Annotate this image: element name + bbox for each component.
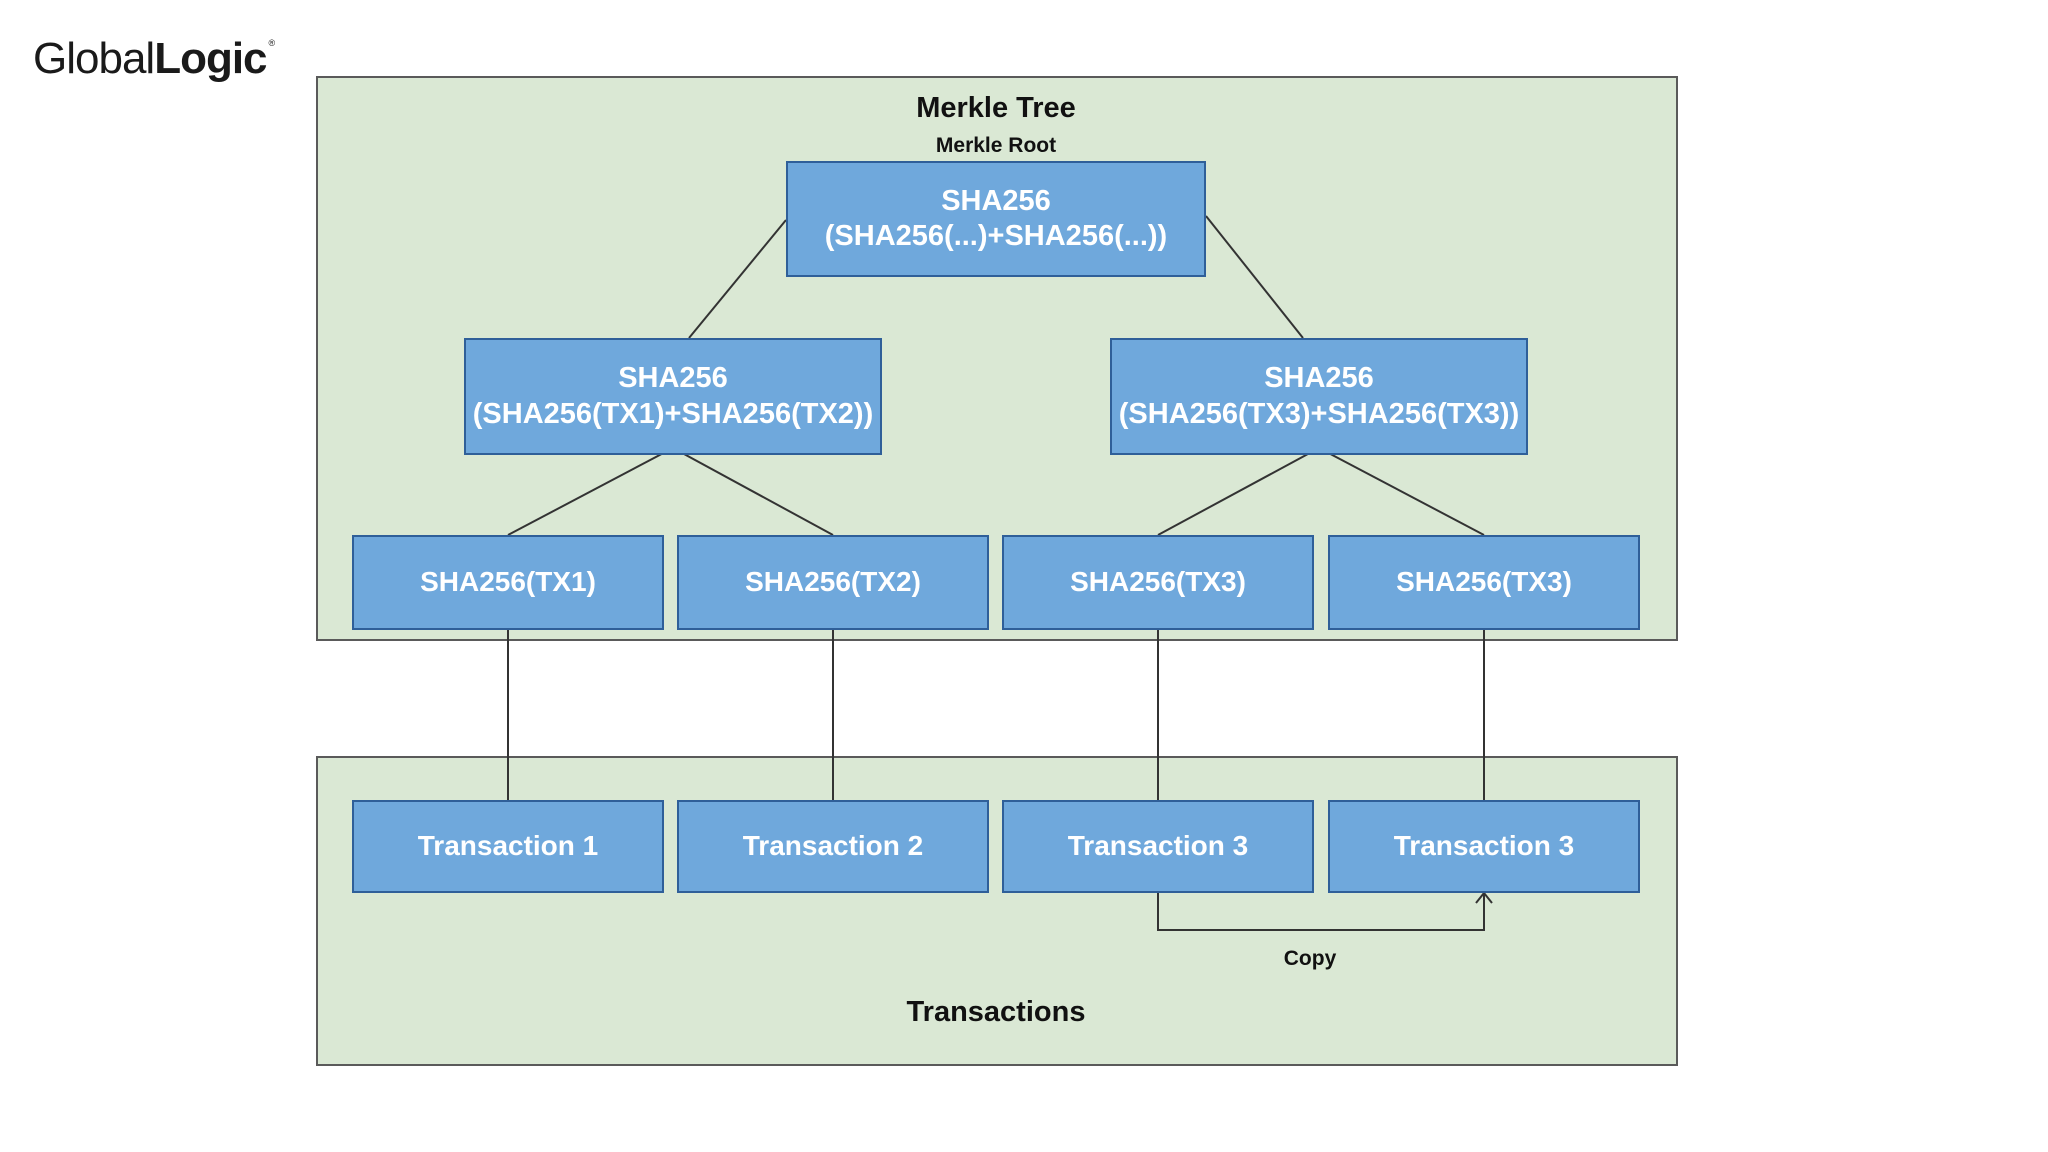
- node-line-1: SHA256: [941, 184, 1051, 217]
- globallogic-logo: GlobalLogic®: [33, 34, 276, 84]
- branch-node-right: SHA256 (SHA256(TX3)+SHA256(TX3)): [1110, 338, 1528, 455]
- transaction-node-2: Transaction 2: [677, 800, 989, 893]
- leaf-node-3: SHA256(TX3): [1002, 535, 1314, 630]
- logo-text-bold: Logic: [154, 34, 267, 83]
- copy-label: Copy: [1283, 947, 1337, 970]
- transaction-node-4: Transaction 3: [1328, 800, 1640, 893]
- node-line-2: (SHA256(TX1)+SHA256(TX2)): [472, 397, 874, 430]
- transactions-title: Transactions: [906, 996, 1086, 1028]
- node-line-1: SHA256: [1264, 362, 1374, 395]
- logo-text-regular: Global: [33, 34, 155, 83]
- merkle-root-node: SHA256 (SHA256(...)+SHA256(...)): [786, 161, 1206, 277]
- leaf-node-1: SHA256(TX1): [352, 535, 664, 630]
- node-line-1: SHA256: [618, 362, 728, 395]
- node-line-2: (SHA256(TX3)+SHA256(TX3)): [1118, 397, 1520, 430]
- logo-registered-mark: ®: [268, 38, 276, 48]
- node-line-2: (SHA256(...)+SHA256(...)): [824, 220, 1168, 252]
- merkle-root-label: Merkle Root: [935, 134, 1057, 157]
- transaction-node-1: Transaction 1: [352, 800, 664, 893]
- transaction-node-3: Transaction 3: [1002, 800, 1314, 893]
- branch-node-left: SHA256 (SHA256(TX1)+SHA256(TX2)): [464, 338, 882, 455]
- merkle-tree-title: Merkle Tree: [916, 92, 1076, 124]
- leaf-node-2: SHA256(TX2): [677, 535, 989, 630]
- leaf-node-4: SHA256(TX3): [1328, 535, 1640, 630]
